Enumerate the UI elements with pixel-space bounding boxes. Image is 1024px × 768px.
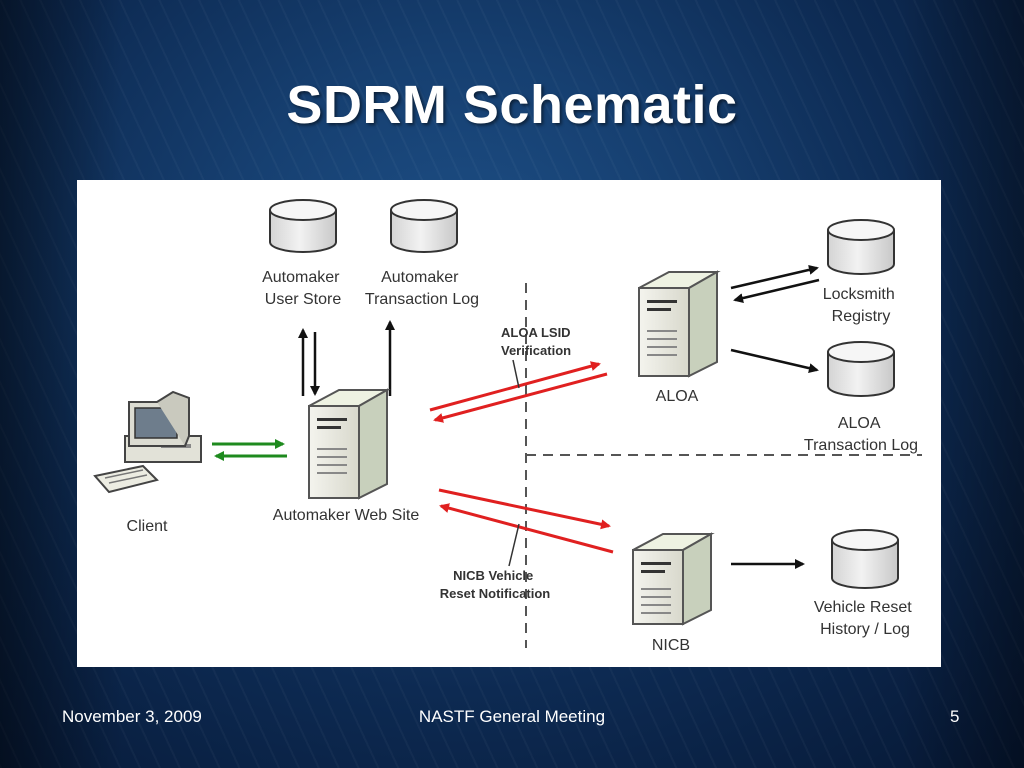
automaker-user-store-db-icon	[269, 199, 337, 253]
vehicle-reset-history-db-icon	[831, 529, 899, 589]
arrow-aloa-to-translog	[730, 348, 819, 374]
arrow-locksmith-to-aloa	[733, 278, 820, 304]
arrow-aloa-to-site	[433, 372, 608, 423]
vehicle-reset-history-label: Vehicle Reset History / Log	[814, 599, 916, 638]
schematic-diagram: Automaker User Store Automaker Transacti…	[77, 180, 941, 667]
footer-date: November 3, 2009	[62, 707, 202, 726]
locksmith-registry-label: Locksmith Registry	[823, 286, 899, 325]
automaker-user-store-label: Automaker User Store	[262, 269, 344, 308]
nicb-vehicle-reset-label: NICB Vehicle Reset Notification	[440, 568, 551, 601]
automaker-transaction-log-db-icon	[390, 199, 458, 253]
automaker-web-server-icon	[308, 388, 391, 500]
footer-event: NASTF General Meeting	[418, 707, 606, 726]
arrow-site-to-nicb	[438, 488, 611, 530]
nicb-callout-line	[508, 523, 520, 567]
aloa-transaction-log-db-icon	[827, 341, 895, 397]
automaker-web-site-label: Automaker Web Site	[273, 507, 420, 524]
arrow-nicb-to-site	[439, 503, 614, 554]
aloa-label: ALOA	[656, 388, 699, 405]
client-computer-icon	[93, 390, 202, 494]
nicb-server-icon	[632, 532, 715, 626]
aloa-transaction-log-label: ALOA Transaction Log	[804, 415, 918, 454]
aloa-server-icon	[638, 270, 721, 378]
page-number: 5	[950, 707, 960, 726]
automaker-transaction-log-label: Automaker Transaction Log	[365, 269, 479, 308]
arrow-aloa-to-locksmith	[730, 264, 819, 290]
schematic-svg: Automaker User Store Automaker Transacti…	[93, 199, 922, 654]
client-label: Client	[127, 518, 168, 535]
arrow-site-to-aloa	[429, 361, 601, 412]
locksmith-registry-db-icon	[827, 219, 895, 275]
nicb-label: NICB	[652, 637, 690, 654]
aloa-callout-line	[512, 359, 520, 389]
aloa-lsid-verification-label: ALOA LSID Verification	[501, 325, 574, 358]
slide-title: SDRM Schematic	[286, 75, 738, 135]
